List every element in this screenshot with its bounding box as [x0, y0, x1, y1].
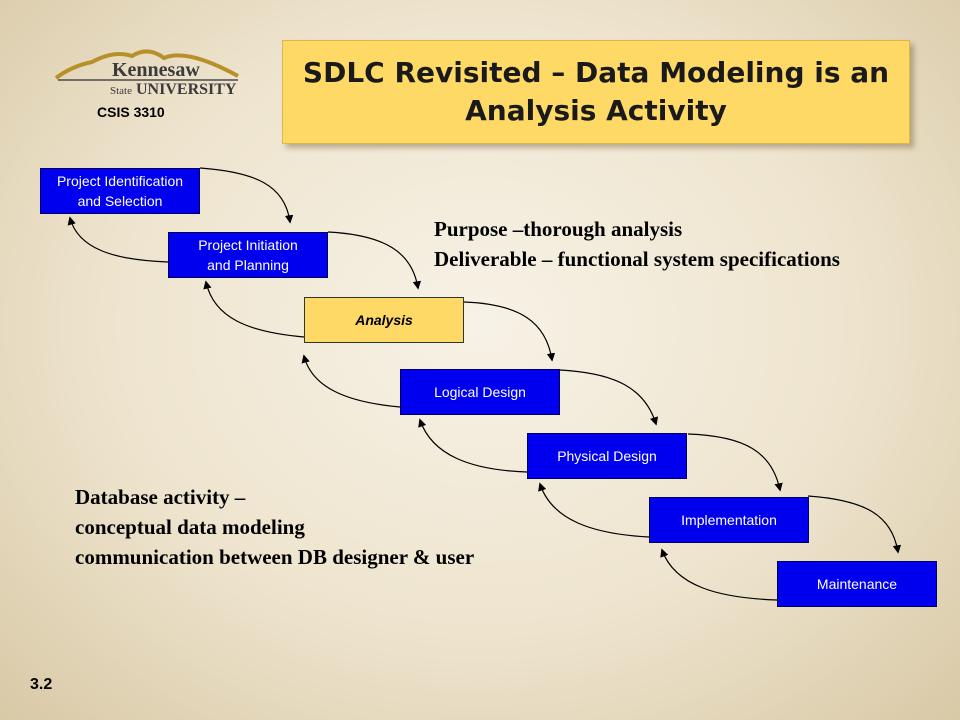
step-label: Physical Design [557, 448, 657, 464]
database-line-2: conceptual data modeling [75, 515, 305, 539]
logo-text-kennesaw: Kennesaw [112, 59, 200, 81]
deliverable-line: Deliverable – functional system specific… [434, 247, 840, 271]
forward-arrow-4 [559, 369, 659, 426]
feedback-arrow-1 [67, 216, 169, 263]
title-line-2: Analysis Activity [465, 94, 727, 127]
forward-arrow-1 [199, 167, 294, 224]
university-logo: Kennesaw State UNIVERSITY [54, 49, 239, 98]
database-activity-note: Database activity – conceptual data mode… [75, 482, 474, 572]
step-logical-design: Logical Design [400, 369, 560, 415]
title-line-1: SDLC Revisited – Data Modeling is an [302, 56, 890, 89]
step-label: and Planning [207, 257, 289, 273]
forward-arrow-5 [687, 433, 783, 492]
forward-arrow-6 [807, 495, 902, 554]
step-analysis: Analysis [304, 297, 464, 343]
feedback-arrow-3 [301, 354, 401, 408]
feedback-arrow-4 [418, 418, 528, 473]
step-label: Implementation [681, 512, 777, 528]
step-label: Project Initiation [198, 237, 298, 253]
purpose-line: Purpose –thorough analysis [434, 217, 683, 241]
feedback-arrow-2 [203, 280, 305, 338]
slide-number: 3.2 [30, 676, 53, 693]
step-label: Analysis [355, 312, 413, 328]
slide-title: SDLC Revisited – Data Modeling is an Ana… [282, 40, 910, 144]
feedback-arrow-5 [538, 482, 650, 538]
step-project-identification: Project Identification and Selection [40, 168, 200, 214]
step-project-initiation: Project Initiation and Planning [168, 232, 328, 278]
step-physical-design: Physical Design [527, 433, 687, 479]
step-label: and Selection [77, 193, 163, 209]
step-label: Project Identification [56, 173, 184, 189]
purpose-note: Purpose –thorough analysis Deliverable –… [434, 214, 840, 274]
step-label: Maintenance [816, 576, 898, 592]
logo-text-state: State [110, 85, 132, 97]
logo-text-university: UNIVERSITY [136, 81, 237, 98]
forward-arrow-3 [463, 301, 556, 362]
step-label: Logical Design [434, 384, 526, 400]
database-line-1: Database activity – [75, 485, 246, 509]
database-line-3: communication between DB designer & user [75, 545, 475, 569]
course-code: CSIS 3310 [97, 104, 165, 120]
forward-arrow-2 [327, 231, 422, 290]
step-maintenance: Maintenance [777, 561, 937, 607]
feedback-arrow-6 [660, 548, 778, 601]
step-implementation: Implementation [649, 497, 809, 543]
